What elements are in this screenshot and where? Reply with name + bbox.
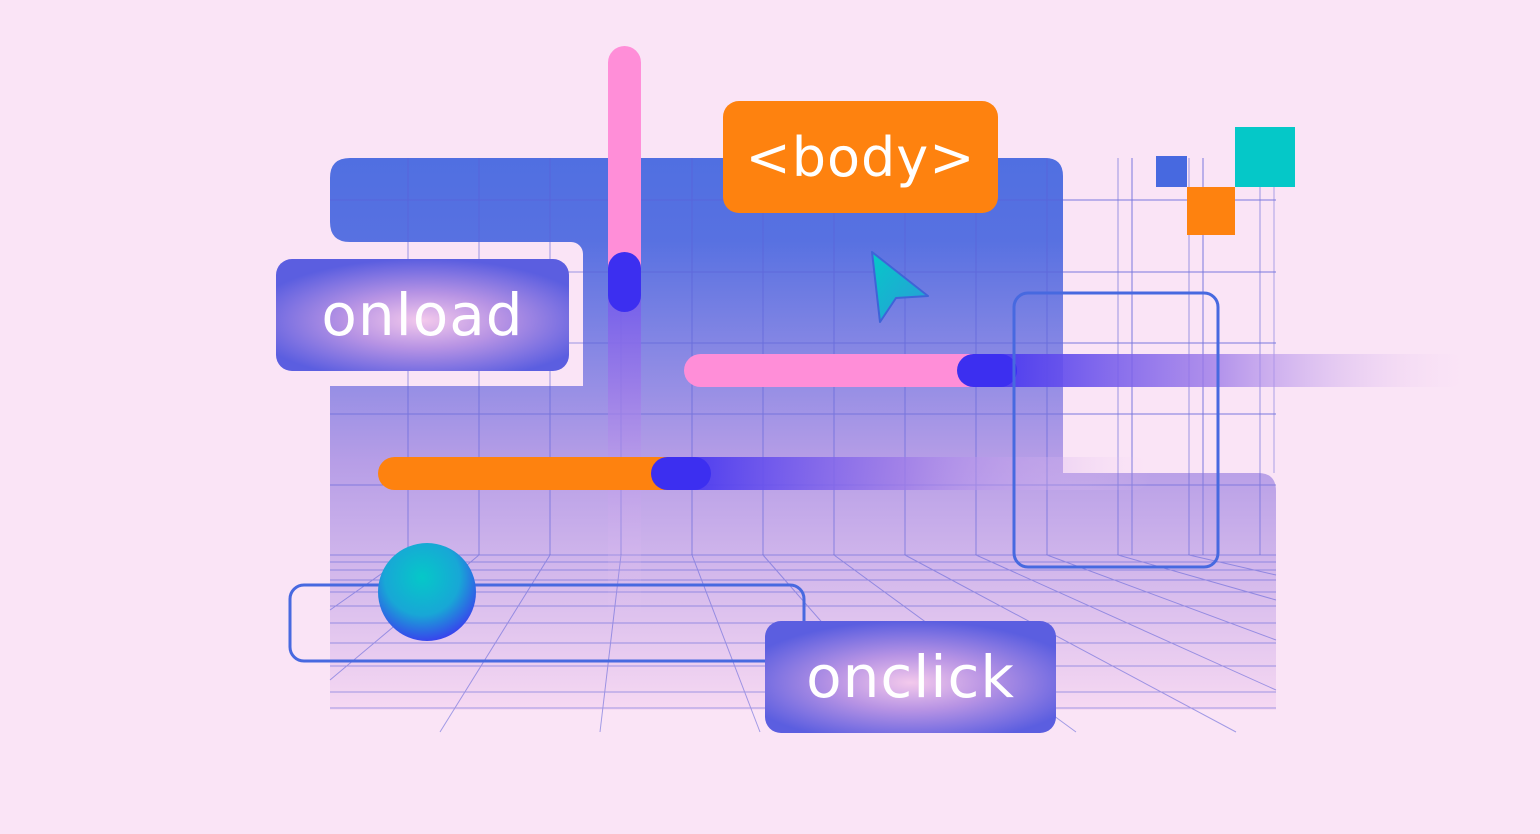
lower-horizontal-bar — [378, 457, 1151, 490]
onclick-tag-label: onclick — [765, 621, 1056, 733]
body-tag-label: <body> — [723, 101, 998, 213]
cursor-arrow-icon — [871, 251, 929, 323]
outline-frame-right — [1012, 291, 1220, 569]
sphere-icon — [378, 543, 476, 641]
vertical-bar — [608, 46, 641, 618]
onload-tag-label: onload — [276, 259, 569, 371]
top-horizontal-bar — [684, 354, 1467, 387]
pixel-squares-icon — [1156, 127, 1295, 235]
side-grid — [1063, 158, 1276, 473]
